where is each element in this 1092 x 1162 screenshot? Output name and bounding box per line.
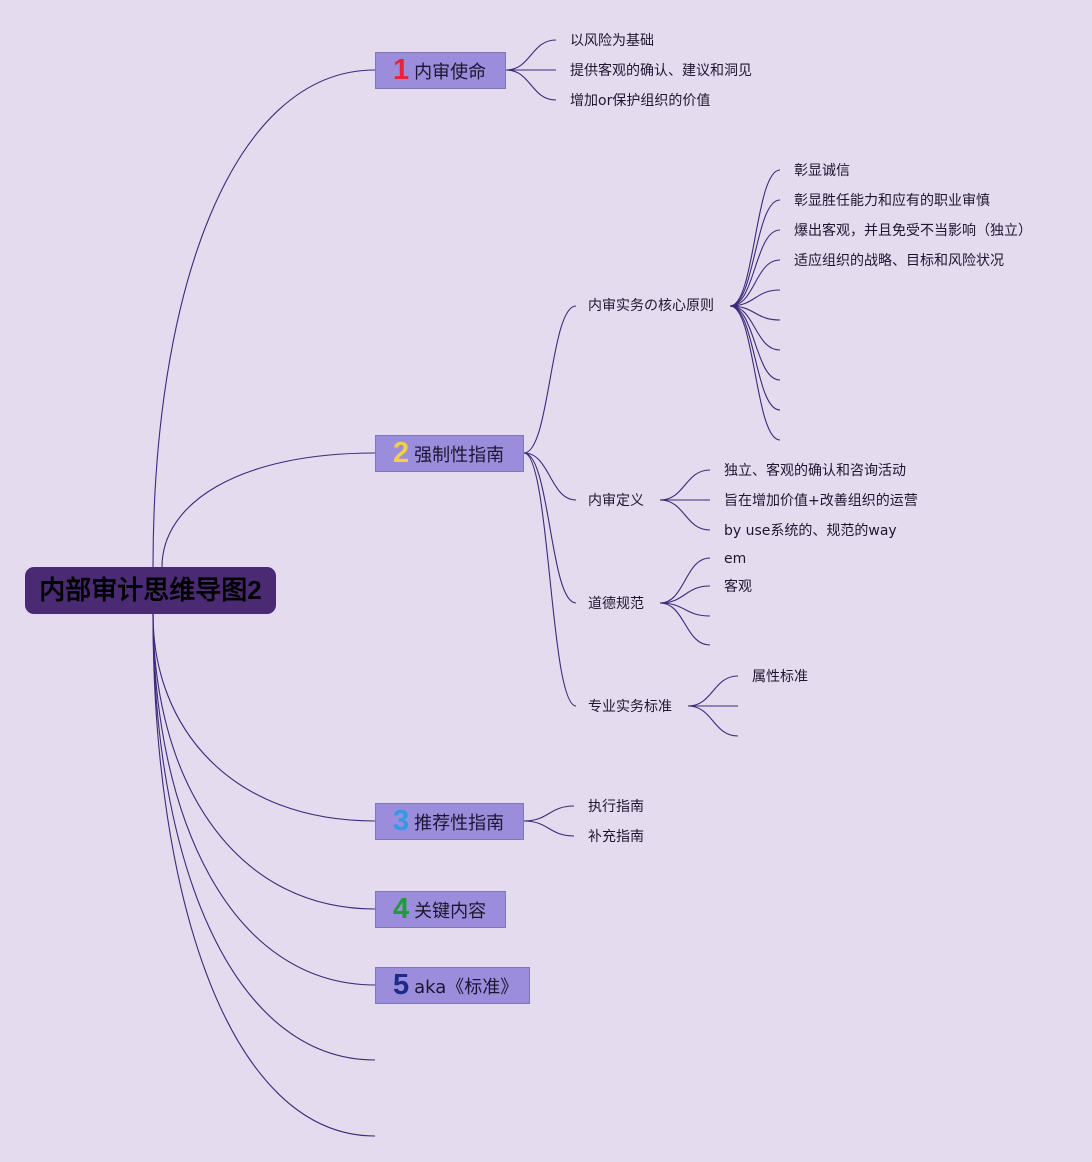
connector-mandatory-2 <box>523 452 577 501</box>
mission-item-risk-based[interactable]: 以风险为基础 <box>570 33 654 49</box>
connector-principle-7 <box>729 305 781 351</box>
principle-competence[interactable]: 彰显胜任能力和应有的职业审慎 <box>794 193 990 209</box>
mission-item-objective-assurance[interactable]: 提供客观的确认、建议和洞见 <box>570 63 752 79</box>
principle-integrity[interactable]: 彰显诚信 <box>794 163 850 179</box>
branch-number-1: 1 <box>393 54 410 86</box>
branch-mission[interactable]: 1 内审使命 <box>375 52 506 89</box>
connector-mandatory-1 <box>523 305 577 454</box>
branch-standards-aka[interactable]: 5 aka《标准》 <box>375 967 530 1004</box>
subtopic-professional-standards[interactable]: 专业实务标准 <box>588 699 672 715</box>
subtopic-definition[interactable]: 内审定义 <box>588 493 644 509</box>
connector-principle-5 <box>729 289 781 307</box>
branch-recommended-guidance[interactable]: 3 推荐性指南 <box>375 803 524 840</box>
root-topic[interactable]: 内部审计思维导图2 <box>25 567 276 614</box>
branch-label-mandatory-guidance: 强制性指南 <box>414 444 505 466</box>
connector-mission-1 <box>505 39 557 71</box>
connector-principle-1 <box>729 169 781 307</box>
branch-label-recommended-guidance: 推荐性指南 <box>414 812 505 834</box>
connector-mandatory-3 <box>523 452 577 604</box>
principle-objectivity[interactable]: 爆出客观，并且免受不当影响（独立） <box>794 223 1032 239</box>
branch-number-2: 2 <box>393 437 410 469</box>
connector-standards-3 <box>687 705 739 737</box>
connector-ethics-4 <box>659 602 711 646</box>
mission-item-add-value[interactable]: 增加or保护组织的价值 <box>570 93 711 109</box>
branch-label-standards-aka: aka《标准》 <box>414 976 519 998</box>
connector-principle-2 <box>729 199 781 307</box>
standards-item-attribute[interactable]: 属性标准 <box>752 669 808 685</box>
recommended-item-implementation[interactable]: 执行指南 <box>588 799 644 815</box>
branch-number-5: 5 <box>393 969 410 1001</box>
definition-item-independent[interactable]: 独立、客观的确认和咨询活动 <box>724 463 906 479</box>
definition-item-systematic[interactable]: by use系统的、规范的way <box>724 523 897 539</box>
connector-principle-4 <box>729 259 781 307</box>
branch-label-mission: 内审使命 <box>414 61 487 83</box>
connector-mission-3 <box>505 69 557 101</box>
connector-root-branch-1 <box>152 69 376 568</box>
connector-principle-9 <box>729 305 781 411</box>
connector-recommended-2 <box>523 820 575 837</box>
connector-root-branch-5 <box>152 613 376 986</box>
principle-alignment[interactable]: 适应组织的战略、目标和风险状况 <box>794 253 1004 269</box>
connector-recommended-1 <box>523 805 575 822</box>
ethics-item-em[interactable]: em <box>724 551 747 567</box>
connector-root-branch-2 <box>161 452 376 568</box>
definition-item-add-value[interactable]: 旨在增加价值+改善组织的运营 <box>724 493 918 509</box>
connector-standards-1 <box>687 675 739 707</box>
connector-root-branch-3 <box>152 613 376 822</box>
ethics-item-objectivity[interactable]: 客观 <box>724 579 752 595</box>
connector-ethics-1 <box>659 557 711 604</box>
connector-definition-3 <box>659 499 711 531</box>
connector-mandatory-4 <box>523 452 577 707</box>
branch-number-3: 3 <box>393 805 410 837</box>
branch-mandatory-guidance[interactable]: 2 强制性指南 <box>375 435 524 472</box>
connector-definition-1 <box>659 469 711 501</box>
connector-root-empty-branch-6 <box>152 613 376 1061</box>
connector-principle-3 <box>729 229 781 307</box>
subtopic-core-principles[interactable]: 内审实务の核心原则 <box>588 298 714 314</box>
connector-root-empty-branch-7 <box>152 613 376 1137</box>
connector-root-branch-4 <box>152 613 376 910</box>
connector-principle-10 <box>729 305 781 441</box>
branch-number-4: 4 <box>393 893 410 925</box>
subtopic-ethics[interactable]: 道德规范 <box>588 596 644 612</box>
connector-ethics-2 <box>659 585 711 604</box>
branch-label-key-content: 关键内容 <box>414 900 487 922</box>
recommended-item-supplemental[interactable]: 补充指南 <box>588 829 644 845</box>
connector-principle-8 <box>729 305 781 381</box>
root-topic-label: 内部审计思维导图2 <box>39 575 262 605</box>
branch-key-content[interactable]: 4 关键内容 <box>375 891 506 928</box>
